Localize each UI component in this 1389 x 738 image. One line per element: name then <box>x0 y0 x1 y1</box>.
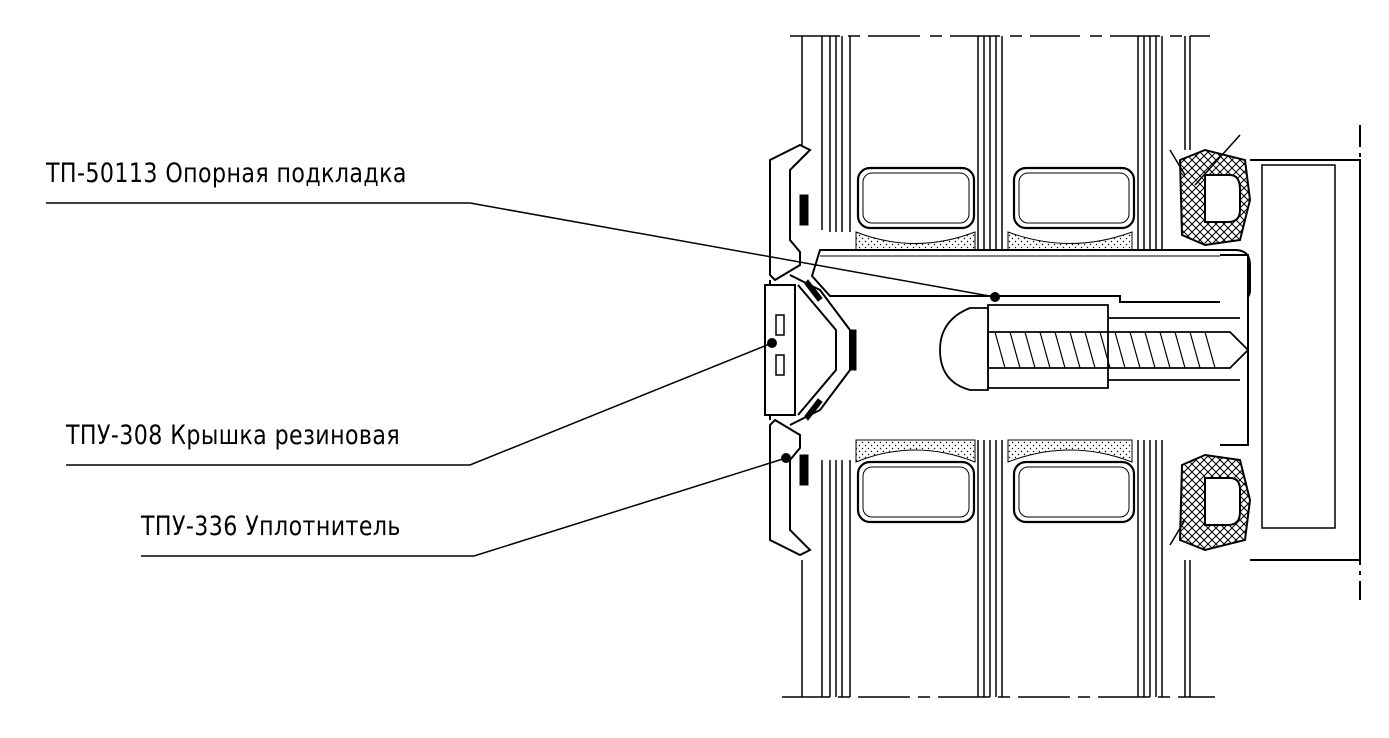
callout-support-pad-label: ТП-50113 Опорная подкладка <box>46 158 407 189</box>
leader-dots <box>767 292 1000 463</box>
outer-gaskets <box>1170 135 1250 550</box>
spacer-frames <box>858 168 1134 522</box>
mullion-profile <box>1220 125 1360 600</box>
black-seals <box>800 195 856 485</box>
leader-seal <box>141 458 786 556</box>
rubber-cap <box>765 145 810 555</box>
leader-lines <box>46 203 995 556</box>
leader-dot-rubber-cap <box>767 338 777 348</box>
insulation-zones <box>856 232 1132 462</box>
fixing-screw <box>940 305 1248 390</box>
leader-dot-support-pad <box>990 292 1000 302</box>
callout-rubber-cap-label: ТПУ-308 Крышка резиновая <box>66 420 401 451</box>
glass-panes <box>802 36 1190 697</box>
callout-seal-label: ТПУ-336 Уплотнитель <box>141 511 401 542</box>
leader-rubber-cap <box>66 343 772 465</box>
support-pad-outline <box>812 250 1250 302</box>
break-lines <box>782 36 1215 697</box>
leader-support-pad <box>46 203 995 297</box>
leader-dot-seal <box>781 453 791 463</box>
